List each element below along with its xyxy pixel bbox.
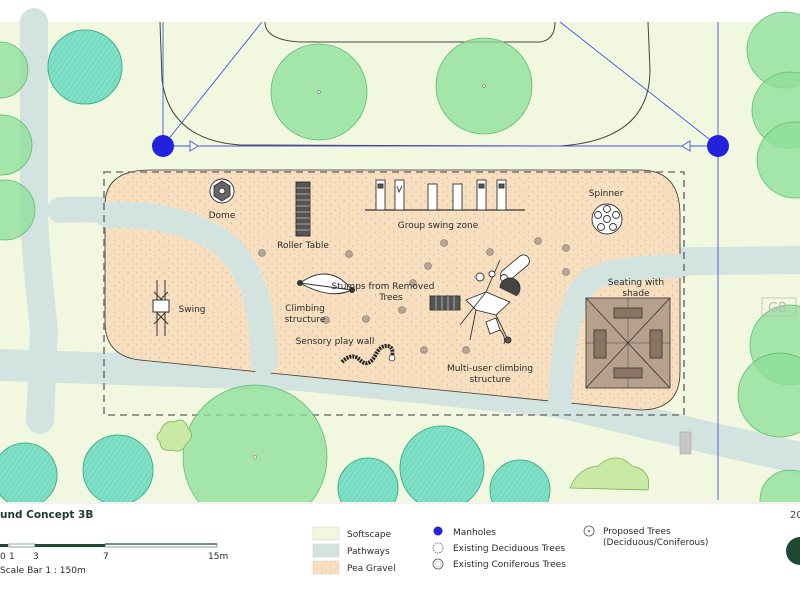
shrubs (156, 419, 650, 491)
label-stumps-1: Stumps from Removed (331, 282, 434, 292)
shade-structure (585, 297, 671, 389)
scale-tick-1: 1 (9, 552, 15, 562)
gb-label: GB (768, 301, 787, 316)
label-spinner: Spinner (589, 189, 624, 199)
label-group-swing-zone: Group swing zone (398, 221, 479, 231)
label-swing: Swing (179, 305, 206, 315)
label-roller-table: Roller Table (277, 241, 329, 251)
legend-manholes: Manholes (453, 528, 496, 538)
label-sensory-wall: Sensory play wall (296, 337, 375, 347)
softscape-swatch (312, 526, 340, 541)
page-badge (786, 537, 800, 565)
label-multi-user-1: Multi-user climbing (447, 364, 533, 374)
coniferous-symbol (432, 558, 444, 570)
legend-panel (0, 502, 800, 580)
play-area-boundary (103, 171, 685, 416)
page-number-fragment: 20 (790, 510, 800, 521)
legend-proposed-1: Proposed Trees (603, 527, 671, 537)
bollard (679, 431, 692, 455)
manhole-east (707, 135, 729, 157)
spinner-equipment (591, 203, 623, 235)
label-dome: Dome (209, 211, 236, 221)
gb-marker (761, 297, 797, 317)
sensory-wall-equipment (340, 343, 395, 366)
multi-user-climbing-equipment (429, 254, 530, 345)
scale-tick-15: 15m (208, 552, 228, 562)
scale-tick-3: 3 (33, 552, 39, 562)
roller-table-equipment (295, 181, 311, 237)
dome-equipment (209, 178, 235, 204)
legend-proposed-2: (Deciduous/Coniferous) (603, 538, 708, 548)
label-stumps-2: Trees (378, 293, 403, 303)
utility-lines (162, 21, 719, 500)
legend-softscape: Softscape (347, 530, 392, 540)
label-climbing-1: Climbing (285, 304, 325, 314)
scale-tick-0: 0 (0, 552, 6, 562)
scale-caption: Scale Bar 1 : 150m (0, 566, 86, 576)
scale-bar: 0 1 3 7 15m Scale Bar 1 : 150m (0, 543, 228, 576)
label-climbing-2: structure (285, 315, 326, 325)
legend-pathways: Pathways (347, 547, 390, 557)
deciduous-symbol (432, 542, 444, 554)
manhole-west (152, 135, 174, 157)
label-seating-2: shade (622, 289, 650, 299)
stumps-from-removed-trees (258, 237, 570, 354)
swing-equipment (152, 280, 170, 336)
group-swing-equipment (365, 179, 525, 211)
manhole-symbol (433, 526, 443, 536)
scale-tick-7: 7 (103, 552, 109, 562)
climbing-net-equipment (297, 273, 355, 295)
drawing-title: und Concept 3B (0, 509, 93, 521)
legend-pea-gravel: Pea Gravel (347, 564, 396, 574)
label-multi-user-2: structure (470, 375, 511, 385)
tree-centre-marks (252, 84, 486, 460)
inner-pathways (95, 201, 692, 412)
pathways-swatch (312, 543, 340, 558)
legend-deciduous: Existing Deciduous Trees (453, 544, 565, 554)
label-seating-1: Seating with (608, 278, 664, 288)
legend-coniferous: Existing Coniferous Trees (453, 560, 566, 570)
